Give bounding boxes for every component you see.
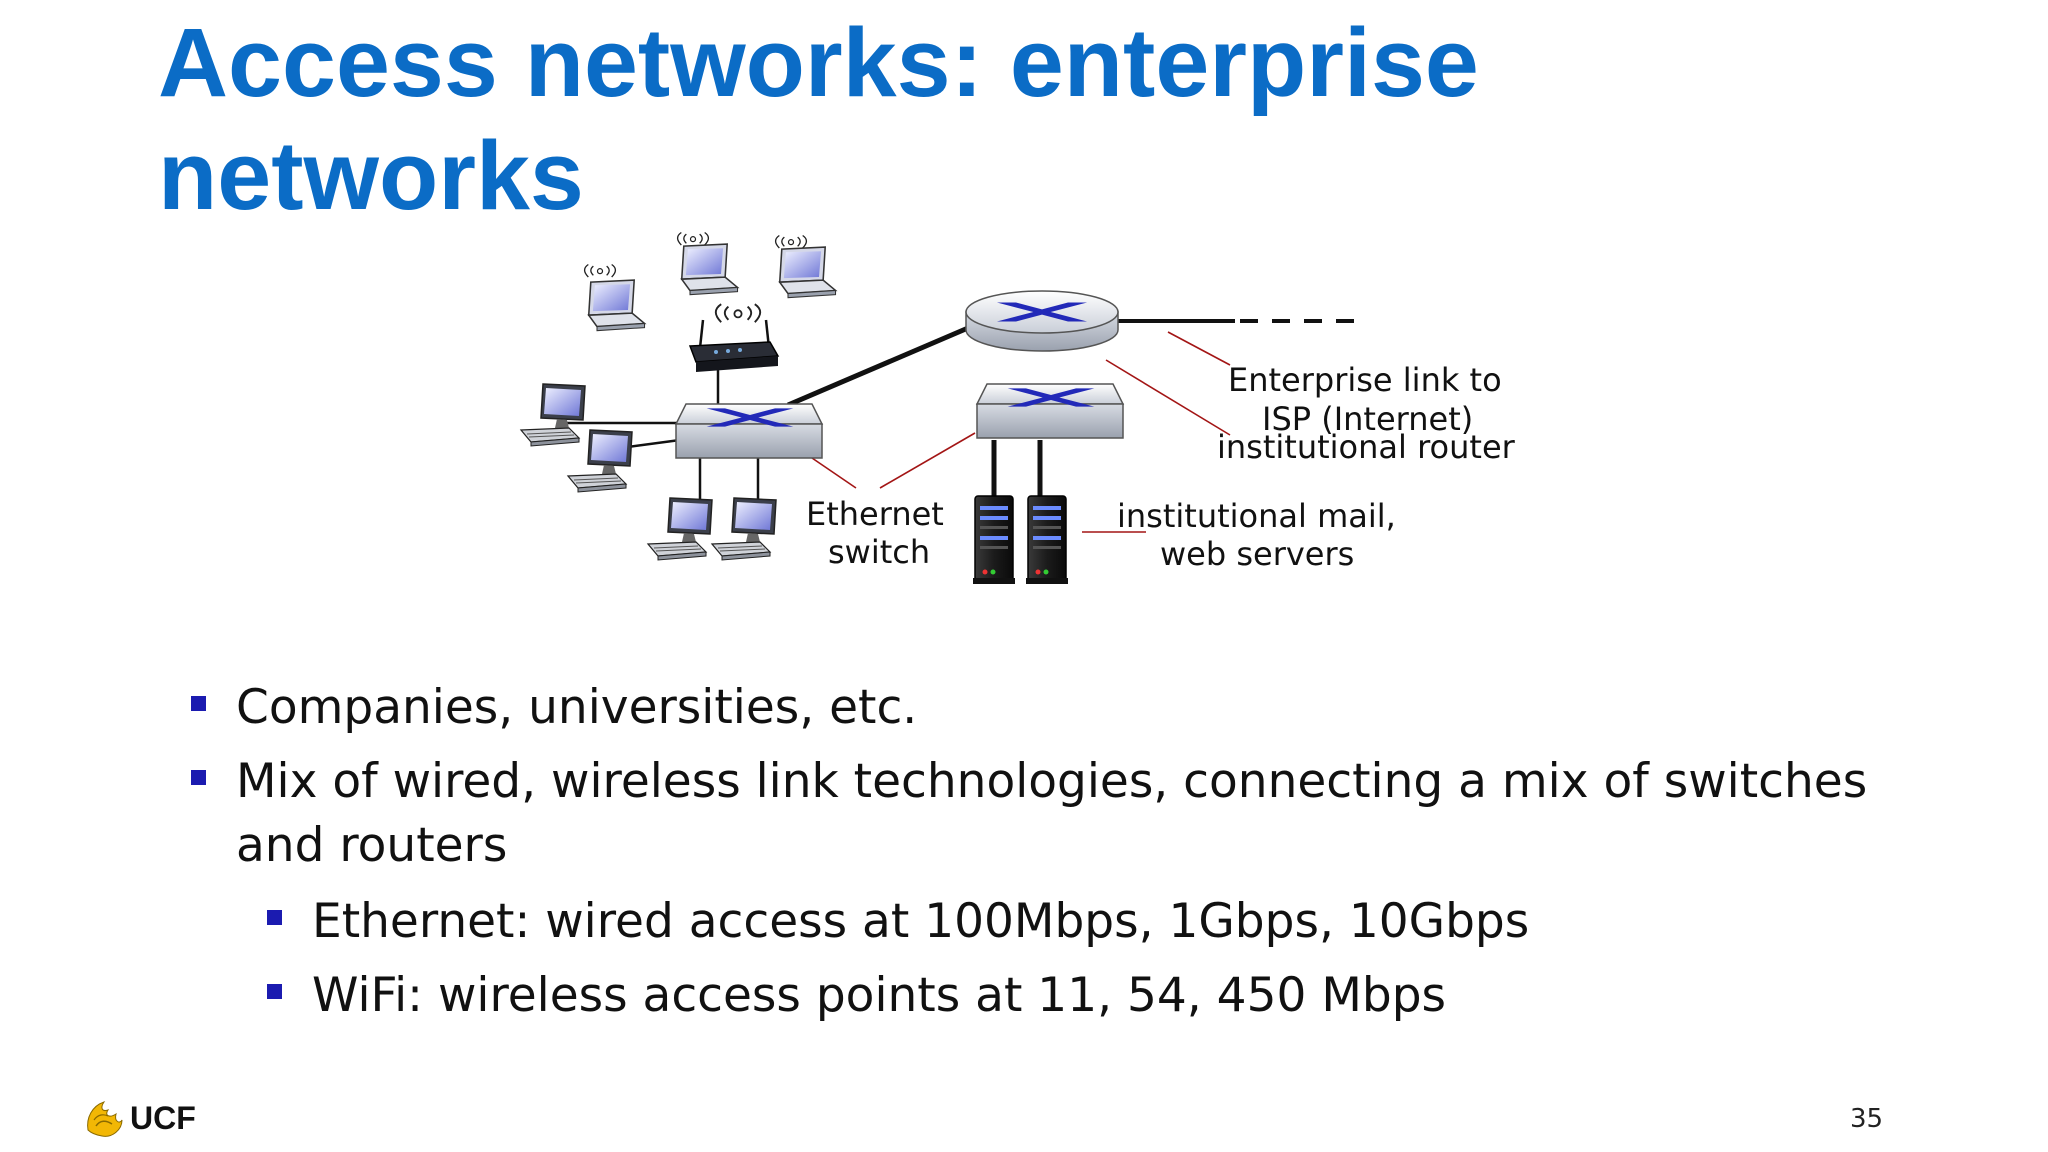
laptop-icon [676,231,739,296]
page-number: 35 [1850,1104,1884,1134]
desktop-computer-icon [711,497,777,561]
label-web-servers: web servers [1160,535,1355,573]
bullet-item: Mix of wired, wireless link technologies… [191,750,1868,878]
label-switch: switch [828,533,931,571]
network-links [565,319,1360,505]
logo-text: UCF [130,1099,196,1136]
ucf-logo: UCF [82,1094,196,1142]
bullet-text: WiFi: wireless access points at 11, 54, … [312,968,1447,1023]
desktop-computer-icon [647,497,713,561]
bullet-marker [191,770,206,785]
slide-title-line-1: Access networks: enterprise [158,8,1479,117]
sub-bullet-item: WiFi: wireless access points at 11, 54, … [267,964,1447,1028]
label-mail-servers: institutional mail, [1117,497,1396,535]
laptop-icon [774,234,837,299]
wireless-access-point-icon [688,303,780,372]
pegasus-logo-icon [87,1101,123,1137]
label-isp: ISP (Internet) [1262,400,1474,438]
label-institutional-router: institutional router [1217,428,1515,466]
label-enterprise-link: Enterprise link to [1228,361,1502,399]
server-icon [1025,495,1069,584]
server-icon [972,495,1016,584]
desktop-computer-icon [520,383,586,447]
ethernet-switch-icon [975,383,1125,439]
bullet-text: Companies, universities, etc. [236,680,918,735]
laptop-icon [583,263,646,332]
bullet-text-continuation: and routers [236,818,508,873]
sub-bullet-item: Ethernet: wired access at 100Mbps, 1Gbps… [267,890,1530,954]
bullet-text: Mix of wired, wireless link technologies… [236,754,1868,809]
label-ethernet: Ethernet [806,495,944,533]
callout-lines [811,331,1231,533]
bullet-marker [191,696,206,711]
router-icon [965,290,1119,352]
slide-title: Access networks: enterprise networks [158,6,1758,232]
bullet-text: Ethernet: wired access at 100Mbps, 1Gbps… [312,894,1530,949]
slide-title-line-2: networks [158,121,584,230]
ethernet-switch-icon [674,403,824,459]
bullet-marker [267,984,282,999]
bullet-marker [267,910,282,925]
bullet-item: Companies, universities, etc. [191,676,918,740]
